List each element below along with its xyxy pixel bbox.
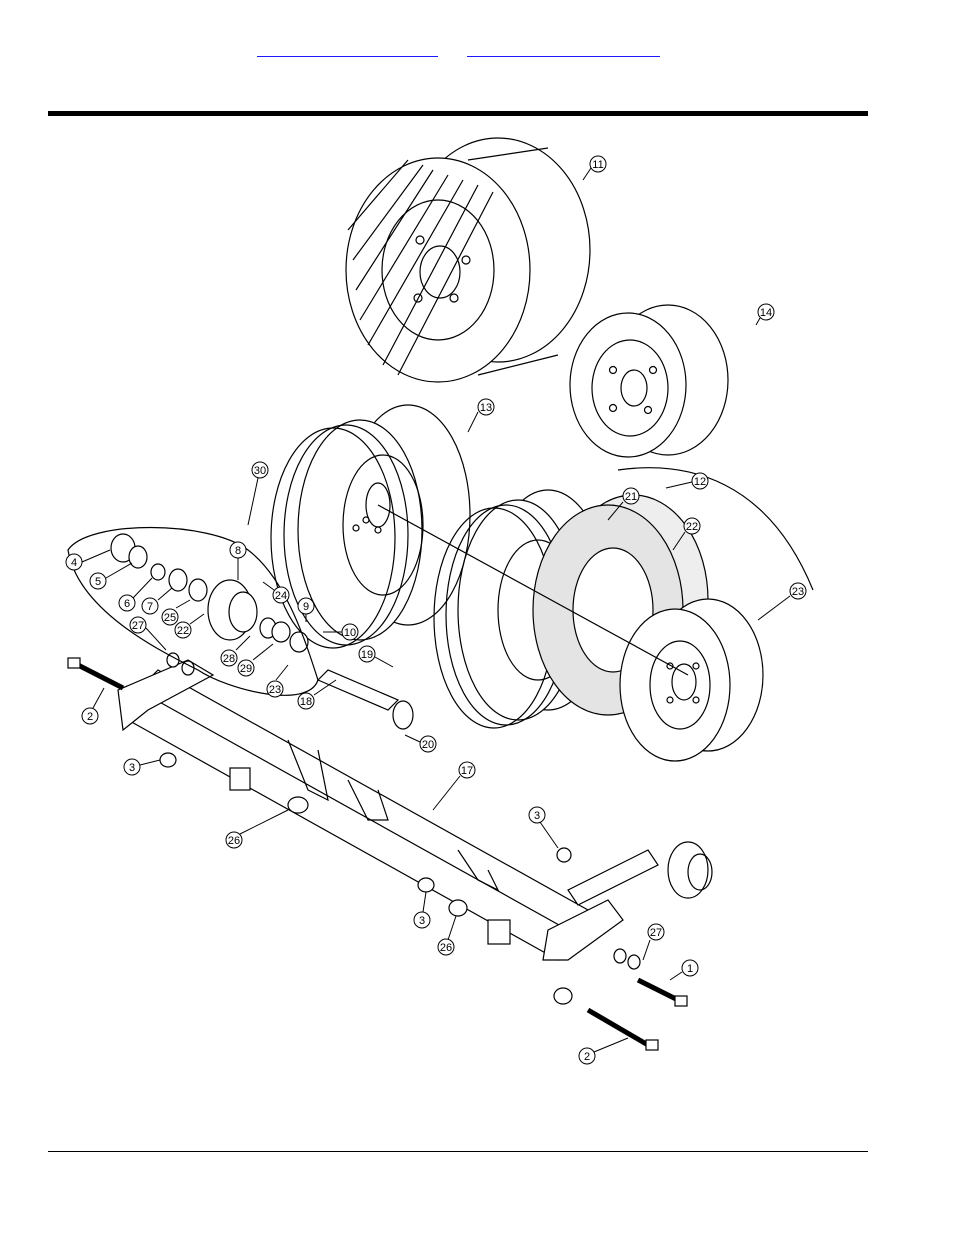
callout-3-right: 3 bbox=[528, 806, 559, 849]
svg-text:26: 26 bbox=[228, 835, 240, 847]
svg-text:3: 3 bbox=[129, 762, 135, 774]
parts-diagram: 11 14 13 12 30 21 22 23 8 4 5 6 7 25 24 … bbox=[65, 137, 814, 1065]
callout-15: 17 bbox=[432, 761, 476, 811]
svg-text:22: 22 bbox=[177, 625, 189, 637]
svg-text:2: 2 bbox=[584, 1051, 590, 1063]
callout-9: 9 bbox=[297, 597, 315, 622]
foam-20-drawing bbox=[532, 494, 709, 716]
hub-8-drawing bbox=[110, 533, 641, 970]
svg-text:23: 23 bbox=[269, 684, 281, 696]
svg-text:14: 14 bbox=[760, 307, 772, 319]
svg-text:2: 2 bbox=[87, 711, 93, 723]
svg-text:12: 12 bbox=[694, 476, 706, 488]
svg-text:3: 3 bbox=[534, 810, 540, 822]
svg-text:10: 10 bbox=[344, 627, 356, 639]
callout-27-top: 27 bbox=[129, 616, 167, 651]
svg-text:18: 18 bbox=[300, 696, 312, 708]
callout-28: 28 bbox=[220, 635, 251, 667]
callout-26-left: 26 bbox=[225, 809, 289, 849]
callout-30: 30 bbox=[247, 461, 269, 526]
svg-text:25: 25 bbox=[164, 612, 176, 624]
footer-rule bbox=[48, 1151, 868, 1152]
svg-text:30: 30 bbox=[254, 465, 266, 477]
callout-22: 22 bbox=[174, 613, 205, 639]
svg-text:9: 9 bbox=[303, 601, 309, 613]
callout-2-right: 2 bbox=[578, 1037, 629, 1065]
callout-13: 13 bbox=[467, 398, 495, 433]
rim-14-drawing bbox=[569, 304, 729, 458]
callout-24: 24 bbox=[262, 581, 290, 604]
callout-17: 19 bbox=[358, 645, 394, 668]
callout-3-middle: 3 bbox=[413, 891, 431, 929]
callout-16: 18 bbox=[297, 679, 337, 710]
svg-text:5: 5 bbox=[95, 576, 101, 588]
callout-21: 23 bbox=[757, 582, 807, 621]
callout-12: 12 bbox=[665, 472, 709, 490]
callout-14: 14 bbox=[755, 303, 775, 326]
callout-20: 22 bbox=[672, 517, 701, 551]
header-link-1[interactable] bbox=[257, 44, 438, 57]
callout-4: 4 bbox=[65, 549, 111, 571]
callout-19: 21 bbox=[607, 487, 640, 521]
callout-5: 5 bbox=[89, 562, 133, 590]
svg-text:23: 23 bbox=[792, 586, 804, 598]
callout-18: 20 bbox=[404, 734, 437, 753]
callout-7: 7 bbox=[141, 587, 173, 615]
callout-27-right: 27 bbox=[642, 923, 665, 961]
svg-text:22: 22 bbox=[686, 521, 698, 533]
svg-text:3: 3 bbox=[419, 915, 425, 927]
callout-1: 1 bbox=[669, 959, 699, 981]
svg-text:6: 6 bbox=[124, 598, 130, 610]
rim-21-drawing bbox=[619, 598, 764, 762]
svg-text:19: 19 bbox=[361, 649, 373, 661]
svg-text:21: 21 bbox=[625, 491, 637, 503]
svg-text:17: 17 bbox=[461, 765, 473, 777]
callout-10: 10 bbox=[323, 623, 359, 641]
header-link-2[interactable] bbox=[467, 44, 660, 57]
callout-23: 23 bbox=[266, 664, 289, 698]
svg-text:20: 20 bbox=[422, 739, 434, 751]
callout-6: 6 bbox=[118, 577, 153, 612]
callout-11: 11 bbox=[582, 155, 607, 181]
svg-text:7: 7 bbox=[147, 601, 153, 613]
callout-25: 25 bbox=[161, 599, 191, 626]
svg-text:29: 29 bbox=[240, 663, 252, 675]
svg-text:27: 27 bbox=[132, 620, 144, 632]
svg-text:13: 13 bbox=[480, 402, 492, 414]
bolts-drawing bbox=[67, 657, 688, 1051]
svg-text:8: 8 bbox=[235, 545, 241, 557]
svg-text:28: 28 bbox=[223, 653, 235, 665]
svg-text:1: 1 bbox=[687, 963, 693, 975]
callout-8: 8 bbox=[229, 541, 247, 580]
callout-2-left: 2 bbox=[81, 687, 105, 725]
callout-26-middle: 26 bbox=[437, 915, 457, 956]
svg-text:11: 11 bbox=[592, 159, 603, 171]
svg-text:24: 24 bbox=[275, 590, 287, 602]
callout-29: 29 bbox=[237, 643, 274, 677]
svg-text:4: 4 bbox=[71, 557, 77, 569]
header-rule bbox=[48, 111, 868, 116]
callout-3-left: 3 bbox=[123, 758, 161, 776]
tire-13-drawing bbox=[270, 404, 471, 649]
tire-11-drawing bbox=[345, 137, 591, 383]
svg-text:27: 27 bbox=[650, 927, 662, 939]
svg-text:26: 26 bbox=[440, 942, 452, 954]
